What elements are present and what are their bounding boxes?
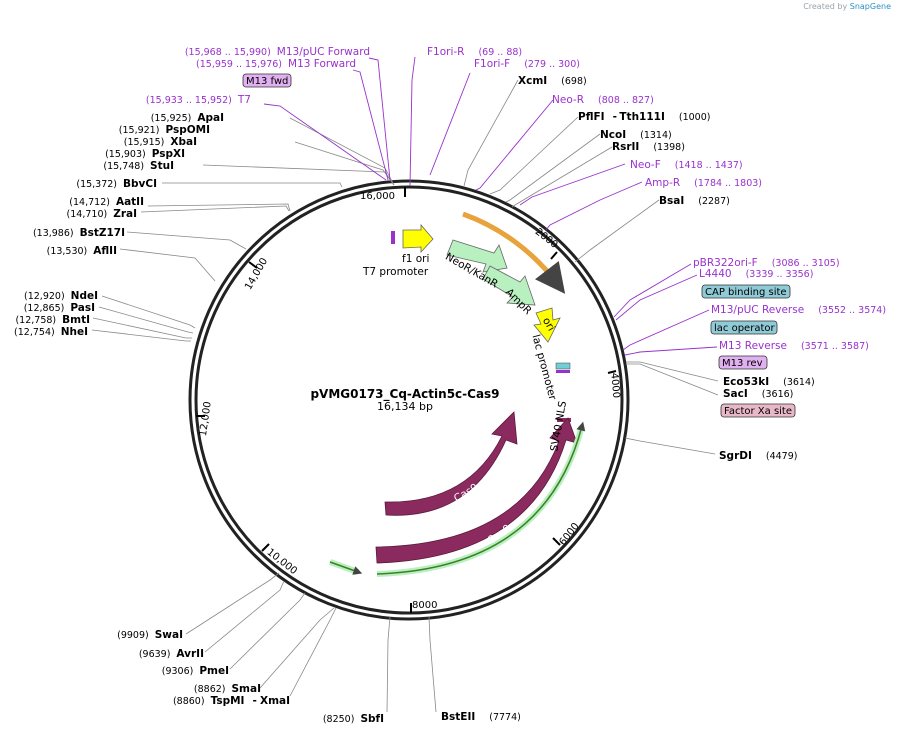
t7-label: (15,933 .. 15,952)T7 [146,94,251,106]
lac-promoter-label: lac promoter [529,333,558,402]
factor-xa-box-label: Factor Xa site [724,406,792,417]
green-small-arrow-core [329,561,363,575]
bstz17i-label: (13,986)BstZ17I [33,227,125,239]
bsteii-label: BstEII(7774) [441,711,521,723]
cas9-arrow-inner [384,411,518,516]
tick-12000: 12,000 [198,401,214,437]
apai-label: (15,925)ApaI [151,112,224,124]
tick-16000: 16,000 [360,191,395,202]
amp-r-label: Amp-R(1784 .. 1803) [645,177,762,189]
ori-arrow [533,307,561,343]
m13-fwd-box-label: M13 fwd [246,76,288,87]
lac-operator-box-label: lac operator [714,323,775,334]
tick-marks [196,187,617,613]
stui-label: (15,748)StuI [103,160,174,172]
t7-promoter-mark [391,231,395,244]
pbr322ori-label: pBR322ori-F(3086 .. 3105) [693,257,840,269]
pspomi-label: (15,921)PspOMI [119,124,210,136]
xbai-label: (15,915)XbaI [124,136,197,148]
smai-label: (8862)SmaI [194,683,261,695]
green-feature-arc-core [376,421,586,575]
plasmid-size: 16,134 bp [377,400,433,413]
credit-prefix: Created by [803,2,848,11]
zrai-label: (14,710)ZraI [67,208,137,220]
plasmid-name: pVMG0173_Cq-Actin5c-Cas9 [310,387,499,402]
tick-8000: 8000 [412,600,437,611]
eco53ki-label: Eco53kI(3614) [723,376,815,388]
t7-promoter-label: T7 promoter [362,266,429,278]
nhei-label: (12,754)NheI [14,326,88,338]
neo-r-label: Neo-R(808 .. 827) [552,94,654,106]
box-factorxa: Factor Xa site [720,403,796,418]
f1-ori-label: f1 ori [402,253,429,265]
m13puc-rev-label: M13/pUC Reverse(3552 .. 3574) [711,304,886,316]
labels-left: (15,968 .. 15,990)M13/pUC Forward (15,95… [14,46,370,338]
tick-6000: 6000 [557,521,581,548]
lac-promoter-mark [555,362,571,370]
l4440-label: L4440(3339 .. 3356) [699,268,813,280]
aflii-label: (13,530)AflII [47,245,117,257]
sbfi-label: (8250)SbfI [323,713,384,725]
feature-arcs [328,211,586,577]
box-lacop: lac operator [710,320,778,335]
snapgene-credit: Created by SnapGene [803,2,891,11]
f1ori-f-label: F1ori-F(279 .. 300) [474,58,580,70]
backbone-outer [188,179,630,621]
m13-reverse-label: M13 Reverse(3571 .. 3587) [719,340,869,352]
aatii-label: (14,712)AatII [69,196,144,208]
xcmi-label: XcmI(698) [518,75,587,87]
orange-feature-arc [462,211,566,294]
box-m13fwd: M13 fwd [242,73,292,88]
labels-right: F1ori-R(69 .. 88) F1ori-F(279 .. 300) Xc… [427,46,886,723]
f1ori-r-label: F1ori-R(69 .. 88) [427,46,522,58]
swai-label: (9909)SwaI [117,629,183,641]
avrii-label: (9639)AvrII [139,648,204,660]
bbvci-label: (15,372)BbvCI [76,178,157,190]
f1-ori-arrow [402,223,434,254]
primer-lines [263,56,718,356]
labels-bottom-left: (8250)SbfI (8860)TspMI-XmaI (8862)SmaI (… [117,629,384,725]
neo-f-label: Neo-F(1418 .. 1437) [630,159,743,171]
ncoi-label: NcoI(1314) [600,129,672,141]
pspxi-label: (15,903)PspXI [105,148,185,160]
cap-box-label: CAP binding site [705,287,787,298]
pflfi-label: PflFI-Tth111I(1000) [578,111,710,123]
rsrii-label: RsrII(1398) [612,141,685,153]
pmei-label: (9306)PmeI [162,665,229,677]
m13-forward-label: (15,959 .. 15,976)M13 Forward [196,58,356,70]
saci-label: SacI(3616) [723,388,793,400]
m13-rev-box-label: M13 rev [722,358,763,369]
tick-4000: 4000 [608,372,621,398]
bmti-label: (12,758)BmtI [15,314,90,326]
ampr-arrow [482,265,536,306]
lac-operator-mark [556,370,570,373]
box-m13rev: M13 rev [718,355,768,370]
ndei-label: (12,920)NdeI [24,290,98,302]
bsai-label: BsaI(2287) [659,195,730,207]
backbone-inner [194,185,624,615]
box-cap: CAP binding site [701,284,791,299]
pasi-label: (12,865)PasI [24,302,95,314]
snapgene-brand: SnapGene [849,2,891,11]
m13puc-fwd-label: (15,968 .. 15,990)M13/pUC Forward [185,46,370,58]
sgrdi-label: SgrDI(4479) [719,450,797,462]
leader-lines [91,79,719,713]
sv40-nls-mark [557,418,571,422]
tspmi-label: (8860)TspMI-XmaI [173,695,290,707]
ori-label: ori [540,315,557,333]
